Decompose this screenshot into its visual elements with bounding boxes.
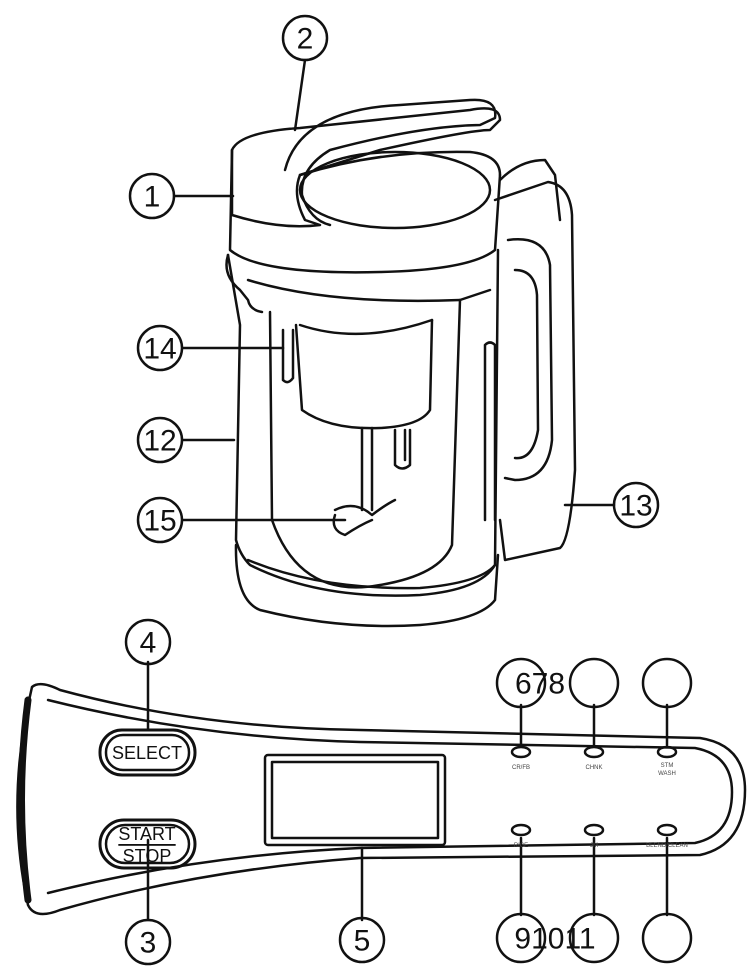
- probe: [281, 328, 295, 384]
- jug-body: [226, 248, 500, 597]
- lid-cap: [298, 150, 492, 230]
- lid-outline: [230, 107, 502, 228]
- soup-maker-illustration: [225, 98, 577, 628]
- select-button[interactable]: [98, 728, 197, 777]
- led-top-1: [510, 745, 532, 759]
- callout-circles: [124, 14, 693, 966]
- led-bot-1: [510, 823, 532, 837]
- panel-outline: [16, 682, 747, 916]
- display-inner: [270, 760, 440, 840]
- callout-14: 14: [143, 333, 176, 366]
- start-stop-button[interactable]: [98, 818, 197, 870]
- select-label: SELECT: [112, 743, 182, 763]
- control-panel: [16, 682, 747, 916]
- led-label-top-3b: WASH: [658, 771, 676, 777]
- led-label-bot-2: JM: [590, 843, 598, 849]
- callout-91011: 91011: [514, 923, 595, 956]
- jug-base: [234, 543, 500, 628]
- jug-handle: [493, 180, 577, 562]
- callout-5: 5: [354, 925, 371, 958]
- lid-body: [228, 148, 502, 274]
- start-label: START: [118, 824, 175, 844]
- callout-2: 2: [297, 23, 314, 56]
- callout-12: 12: [143, 425, 176, 458]
- led-label-bot-1: RICE: [514, 843, 528, 849]
- led-bot-3: [656, 823, 678, 837]
- blade: [332, 498, 397, 537]
- led-label-top-2: CHNK: [585, 765, 602, 771]
- callout-4: 4: [140, 627, 157, 660]
- display-outer: [263, 753, 447, 847]
- callout-678: 678: [515, 668, 565, 701]
- stop-label: STOP: [123, 846, 172, 866]
- callout-3: 3: [140, 927, 157, 960]
- callout-15: 15: [143, 505, 176, 538]
- led-top-3: [656, 745, 678, 759]
- callout-1: 1: [144, 181, 161, 214]
- led-label-top-1: CR/FB: [512, 765, 530, 771]
- leader-lines: [146, 58, 669, 922]
- led-label-top-3: STM: [661, 763, 674, 769]
- blade-shaft: [360, 426, 374, 512]
- led-top-2: [583, 745, 605, 759]
- heater: [393, 428, 412, 470]
- led-bot-2: [583, 823, 605, 837]
- led-label-bot-3: BLEND/CLEAN: [646, 843, 688, 849]
- callout-13: 13: [619, 490, 652, 523]
- filter-cup: [294, 318, 434, 430]
